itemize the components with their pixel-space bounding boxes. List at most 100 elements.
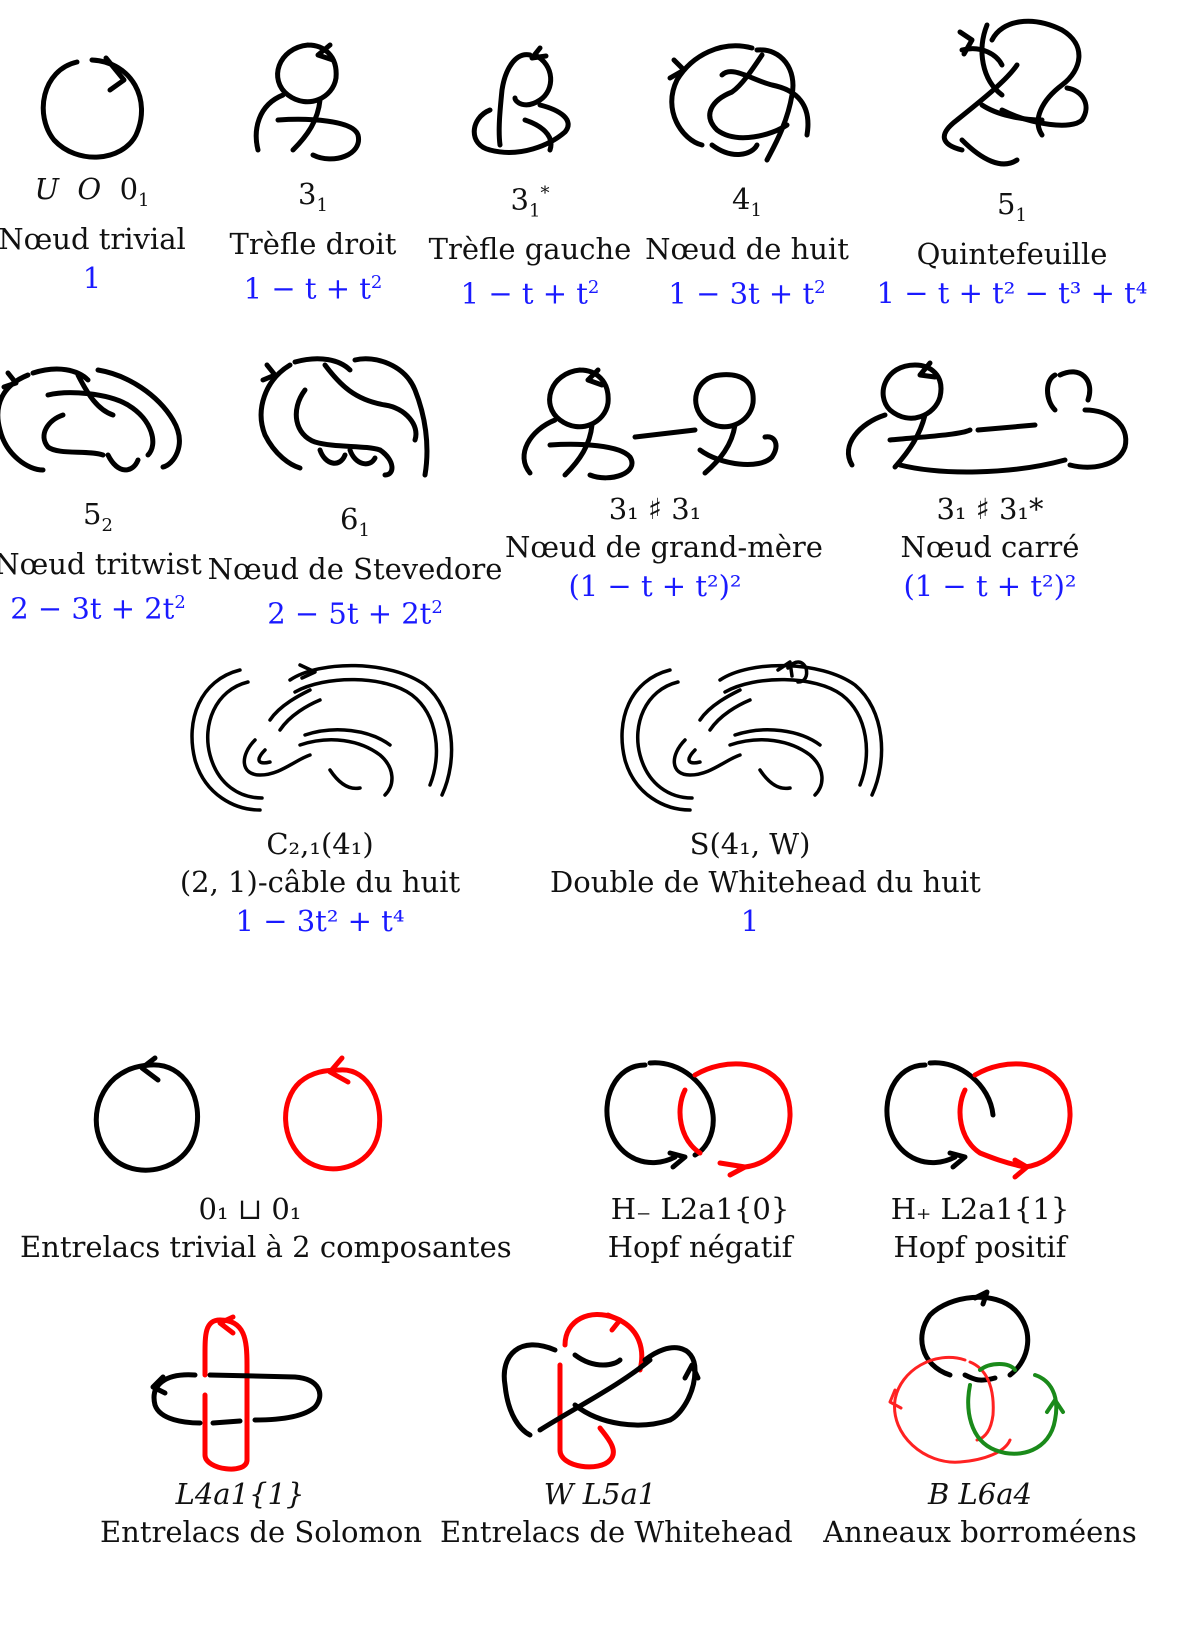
knot-name: Trèfle gauche — [428, 232, 632, 267]
symbol-main: 5 — [83, 497, 102, 531]
hopf-positive-diagram — [884, 1060, 1073, 1180]
cinquefoil-diagram — [942, 18, 1089, 167]
knot-symbol: 52 — [0, 495, 248, 545]
knot-square: 3₁ ♯ 3₁* Nœud carré (1 − t + t²)² — [830, 355, 1150, 606]
symbol-sub: 2 — [101, 514, 113, 536]
alexander-polynomial: 1 — [82, 260, 102, 295]
whitehead-double-diagram — [620, 660, 884, 812]
square-knot-diagram — [845, 360, 1129, 475]
alexander-polynomial: (1 − t + t²)² — [568, 569, 742, 603]
link-symbol: H₋ L2a1{0} — [610, 1192, 790, 1226]
symbol-main: 3 — [298, 177, 317, 211]
borromean-diagram — [888, 1289, 1065, 1464]
alexander-polynomial: 1 − t + t2 — [163, 263, 463, 309]
knot-symbol: 41 — [597, 180, 897, 230]
poly-sup: 2 — [431, 596, 443, 618]
knot-name: Nœud de Stevedore — [207, 551, 503, 586]
knot-symbol: 61 — [205, 500, 505, 550]
poly-main: 2 − 3t + 2t — [10, 591, 175, 626]
link-name: Anneaux borroméens — [823, 1515, 1137, 1549]
stevedore-diagram — [258, 356, 430, 478]
knot-name: Double de Whitehead du huit — [550, 865, 981, 899]
link-whitehead: W L5a1 Entrelacs de Whitehead — [440, 1310, 793, 1551]
link-symbol: L4a1{1} — [175, 1477, 305, 1511]
knot-name: Nœud carré — [900, 530, 1080, 564]
cable-diagram — [190, 663, 454, 812]
symbol-main: 4 — [732, 182, 751, 216]
alexander-polynomial: 2 − 3t + 2t2 — [0, 583, 248, 629]
symbol-main: 5 — [997, 187, 1016, 221]
alexander-polynomial: 2 − 5t + 2t2 — [205, 588, 505, 634]
link-symbol: 0₁ ⊔ 0₁ — [198, 1192, 302, 1226]
knot-symbol: 51 — [862, 185, 1162, 235]
symbol-sub: 1 — [750, 199, 762, 221]
link-name: Entrelacs de Solomon — [100, 1515, 423, 1549]
knot-unknot: U O 01 Nœud trivial 1 — [0, 40, 242, 298]
symbol-sub: 1 — [316, 194, 328, 216]
link-borromean: B L6a4 Anneaux borroméens — [820, 1289, 1140, 1551]
alexander-polynomial: 1 − 3t² + t⁴ — [235, 904, 405, 938]
trefoil-right-diagram — [253, 42, 361, 162]
symbol-sub: 1 — [358, 519, 370, 541]
knot-cinquefoil: 51 Quintefeuille 1 − t + t² − t³ + t⁴ — [862, 10, 1162, 313]
link-unlink: 0₁ ⊔ 0₁ Entrelacs trivial à 2 composante… — [20, 1050, 512, 1266]
link-name: Entrelacs trivial à 2 composantes — [20, 1230, 512, 1264]
knot-symbol: C₂,₁(4₁) — [266, 827, 374, 861]
knot-name: Nœud de huit — [645, 231, 849, 266]
poly-sup: 2 — [174, 591, 186, 613]
poly-main: 2 − 5t + 2t — [267, 596, 432, 631]
knot-symbol: S(4₁, W) — [689, 827, 811, 861]
trefoil-left-diagram — [471, 45, 571, 155]
granny-diagram — [521, 367, 779, 481]
knot-name: (2, 1)-câble du huit — [179, 865, 461, 899]
knot-name: Trèfle droit — [229, 226, 397, 261]
link-symbol: W L5a1 — [543, 1477, 657, 1511]
knot-symbol: U O 01 — [34, 172, 150, 211]
knot-5-2: 52 Nœud tritwist 2 − 3t + 2t2 — [0, 355, 248, 628]
unknot-diagram — [40, 55, 144, 160]
alexander-polynomial: 1 − t + t² − t³ + t⁴ — [876, 275, 1148, 310]
poly-sup: 2 — [814, 276, 826, 298]
knot-name: Nœud de grand-mère — [505, 530, 823, 564]
link-hopf-positive: H₊ L2a1{1} Hopf positif — [850, 1045, 1110, 1266]
knot-symbol: 3₁ ♯ 3₁* — [936, 492, 1044, 526]
knot-whitehead-double: S(4₁, W) Double de Whitehead du huit 1 — [550, 660, 981, 941]
link-name: Entrelacs de Whitehead — [440, 1515, 793, 1549]
symbol-sub: 1 — [529, 200, 541, 222]
poly-main: 1 − t + t — [460, 277, 588, 312]
figure-eight-diagram — [667, 43, 811, 163]
poly-main: 1 − 3t + t — [668, 276, 815, 311]
alexander-polynomial: 1 − 3t + t2 — [597, 268, 897, 314]
poly-sup: 2 — [587, 277, 600, 299]
link-name: Hopf négatif — [607, 1230, 793, 1264]
knot-symbol: 31 — [163, 175, 463, 225]
knot-name: Quintefeuille — [916, 236, 1108, 271]
hopf-negative-diagram — [604, 1060, 793, 1178]
alexander-polynomial: 1 − t + t2 — [380, 268, 680, 314]
knot-5-2-diagram — [0, 366, 182, 473]
knot-symbol: 31* — [380, 175, 680, 230]
solomon-diagram — [150, 1314, 323, 1472]
poly-sup: 2 — [370, 271, 383, 293]
symbol-main: 6 — [340, 502, 359, 536]
alexander-polynomial: (1 − t + t²)² — [903, 569, 1077, 603]
link-hopf-negative: H₋ L2a1{0} Hopf négatif — [570, 1045, 830, 1266]
knot-name: Nœud tritwist — [0, 546, 202, 581]
whitehead-link-diagram — [501, 1311, 701, 1470]
knot-symbol: 3₁ ♯ 3₁ — [608, 492, 702, 526]
knot-name: Nœud trivial — [0, 221, 186, 256]
link-solomon: L4a1{1} Entrelacs de Solomon — [100, 1314, 423, 1551]
knot-granny: 3₁ ♯ 3₁ Nœud de grand-mère (1 − t + t²)² — [505, 365, 823, 606]
link-name: Hopf positif — [893, 1230, 1067, 1264]
link-symbol: B L6a4 — [928, 1477, 1032, 1511]
symbol-sub: 1 — [1015, 204, 1027, 226]
knot-cable: C₂,₁(4₁) (2, 1)-câble du huit 1 − 3t² + … — [170, 660, 470, 941]
knot-trefoil-left: 31* Trèfle gauche 1 − t + t2 — [380, 40, 680, 314]
knot-trefoil-right: 31 Trèfle droit 1 − t + t2 — [163, 40, 463, 308]
symbol-sup: * — [540, 183, 550, 204]
alexander-polynomial: 1 — [740, 904, 760, 938]
unlink-diagram — [93, 1055, 383, 1173]
knot-stevedore: 61 Nœud de Stevedore 2 − 5t + 2t2 — [205, 350, 505, 633]
link-symbol: H₊ L2a1{1} — [890, 1192, 1070, 1226]
